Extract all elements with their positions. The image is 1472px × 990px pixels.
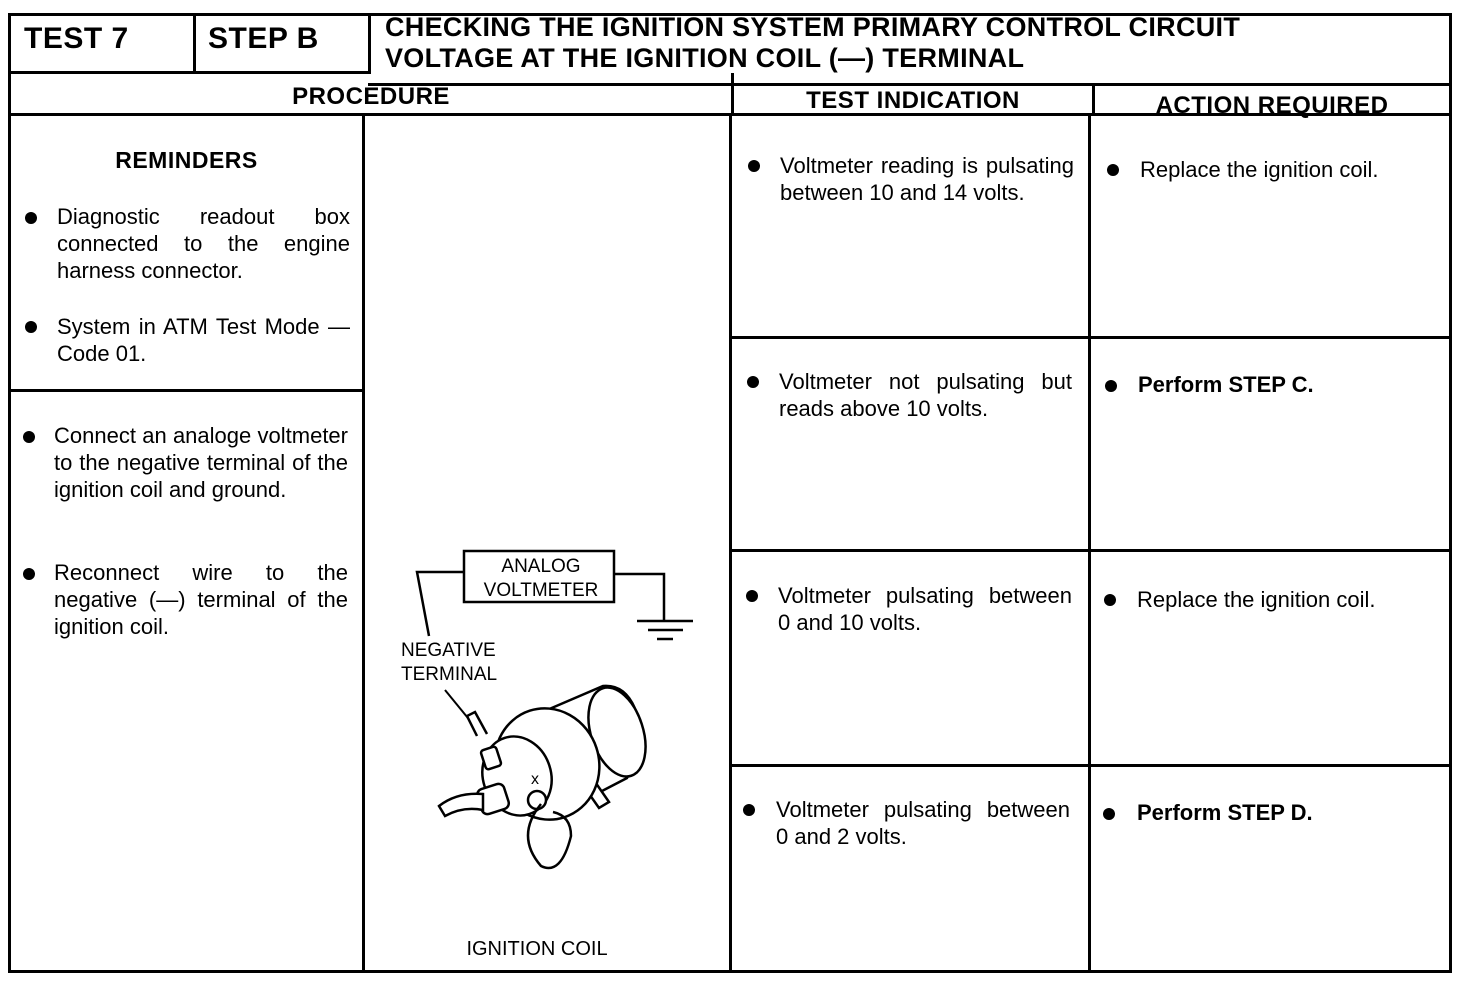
test-indication-header: TEST INDICATION bbox=[806, 87, 1020, 114]
negative-lead-wire bbox=[415, 570, 464, 637]
test-number: TEST 7 bbox=[24, 22, 129, 55]
reminder-item-1: Diagnostic readout box connected to the … bbox=[57, 204, 350, 283]
test-indication-2: Voltmeter not pulsating but reads above … bbox=[779, 369, 1072, 421]
negative-terminal-label-line-1: NEGATIVE bbox=[401, 640, 496, 661]
bullet-icon bbox=[743, 804, 755, 816]
border-left bbox=[8, 13, 11, 973]
border-top bbox=[8, 13, 1452, 16]
test-title-line-1: CHECKING THE IGNITION SYSTEM PRIMARY CON… bbox=[385, 12, 1241, 42]
voltmeter-label-line-2: VOLTMETER bbox=[484, 580, 599, 601]
step-label: STEP B bbox=[208, 22, 319, 55]
test-title-line-2: VOLTAGE AT THE IGNITION COIL (—) TERMINA… bbox=[385, 43, 1025, 73]
action-divider bbox=[1088, 113, 1091, 973]
procedure-step-2: Reconnect wire to the negative (—) termi… bbox=[54, 560, 348, 639]
procedure-divider-header bbox=[731, 73, 734, 116]
bullet-icon bbox=[1107, 164, 1119, 176]
bullet-icon bbox=[23, 431, 35, 443]
ignition-coil-diagram: ANALOG VOLTMETER NEGATIVE TERMINAL bbox=[401, 549, 693, 960]
row-divider-2 bbox=[729, 549, 1452, 552]
bullet-icon bbox=[747, 376, 759, 388]
procedure-split bbox=[362, 113, 365, 973]
reminders-bottom bbox=[8, 389, 365, 392]
action-required-2: Perform STEP C. bbox=[1138, 372, 1314, 397]
test-indication-1: Voltmeter reading is pulsating between 1… bbox=[780, 153, 1074, 205]
border-right bbox=[1449, 13, 1452, 973]
procedure-header: PROCEDURE bbox=[292, 83, 450, 110]
header-divider-2 bbox=[368, 13, 371, 73]
action-required-header: ACTION REQUIRED bbox=[1155, 92, 1389, 119]
bullet-icon bbox=[1104, 594, 1116, 606]
bullet-icon bbox=[748, 160, 760, 172]
negative-terminal-label-line-2: TERMINAL bbox=[401, 664, 497, 685]
ground-icon bbox=[637, 619, 693, 641]
action-required-4: Perform STEP D. bbox=[1137, 800, 1313, 825]
bullet-icon bbox=[25, 321, 37, 333]
test-indication-3: Voltmeter pulsating between 0 and 10 vol… bbox=[778, 583, 1072, 635]
bullet-icon bbox=[1105, 380, 1117, 392]
row-divider-1 bbox=[729, 336, 1452, 339]
header-divider-1 bbox=[193, 13, 196, 73]
test-title: CHECKING THE IGNITION SYSTEM PRIMARY CON… bbox=[385, 12, 1445, 74]
terminal-mark: x bbox=[531, 771, 539, 788]
voltmeter-label-line-1: ANALOG bbox=[501, 556, 580, 577]
indication-divider bbox=[729, 113, 732, 973]
action-divider-header bbox=[1092, 85, 1095, 116]
ignition-coil-caption: IGNITION COIL bbox=[466, 938, 607, 960]
bullet-icon bbox=[746, 590, 758, 602]
action-required-1: Replace the ignition coil. bbox=[1140, 157, 1379, 182]
action-required-3: Replace the ignition coil. bbox=[1137, 587, 1376, 612]
bullet-icon bbox=[1103, 808, 1115, 820]
header-underline-right bbox=[368, 83, 1452, 86]
procedure-step-1: Connect an analoge voltmeter to the nega… bbox=[54, 423, 348, 502]
bullet-icon bbox=[25, 212, 37, 224]
bullet-icon bbox=[23, 568, 35, 580]
ground-lead-wire bbox=[614, 572, 666, 621]
reminders-heading: REMINDERS bbox=[115, 147, 258, 173]
reminder-item-2: System in ATM Test Mode — Code 01. bbox=[57, 314, 350, 366]
ignition-coil-icon bbox=[437, 684, 647, 870]
voltmeter-box bbox=[462, 549, 616, 604]
test-indication-4: Voltmeter pulsating between 0 and 2 volt… bbox=[776, 797, 1070, 849]
row-divider-3 bbox=[729, 764, 1452, 767]
header-underline-left bbox=[8, 71, 371, 74]
